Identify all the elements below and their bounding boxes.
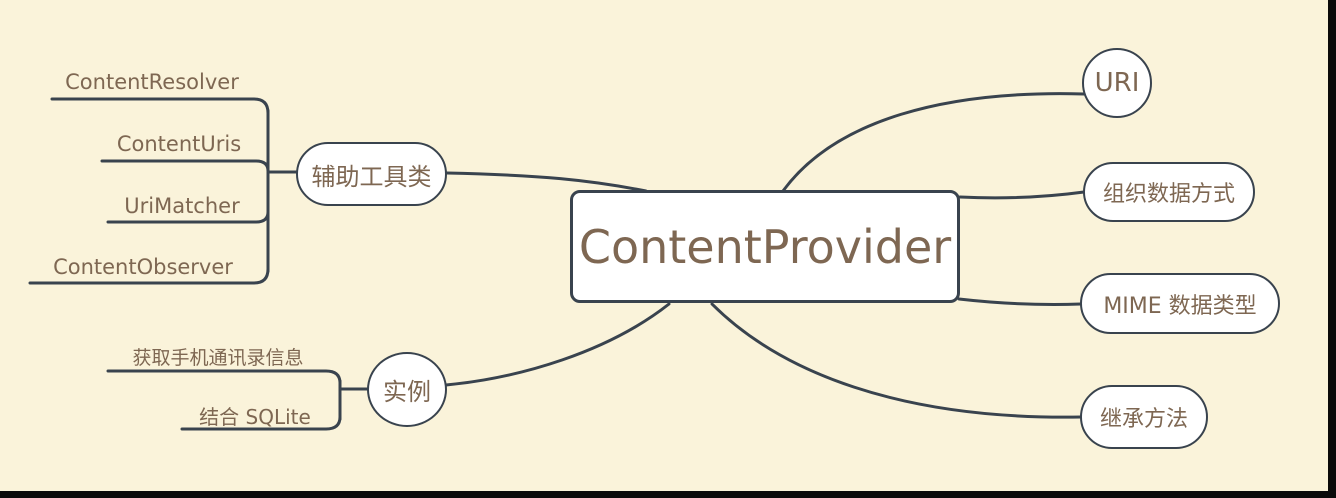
connector-root-to-uri bbox=[781, 92, 1086, 193]
root-node-contentprovider[interactable]: ContentProvider bbox=[570, 190, 960, 303]
leaf-contenturis-label: ContentUris bbox=[116, 132, 242, 156]
connector-root-to-mime bbox=[957, 297, 1083, 306]
leaf-contentresolver-label: ContentResolver bbox=[65, 70, 239, 94]
leaf-node-sqlite[interactable]: 结合 SQLite bbox=[182, 401, 328, 430]
underline-contentresolver bbox=[50, 97, 270, 115]
branch-node-inherited-methods[interactable]: 继承方法 bbox=[1080, 385, 1208, 449]
branch-example-label: 实例 bbox=[383, 378, 431, 406]
connector-root-to-inherit bbox=[710, 302, 1083, 419]
connector-root-to-org bbox=[958, 190, 1086, 200]
leaf-node-contenturis[interactable]: ContentUris bbox=[102, 132, 256, 156]
connector-helper-to-root bbox=[445, 171, 648, 193]
leaf-sqlite-label: 结合 SQLite bbox=[199, 405, 311, 429]
root-node-label: ContentProvider bbox=[578, 219, 952, 274]
underline-contacts bbox=[106, 369, 342, 385]
branch-data-organization-label: 组织数据方式 bbox=[1102, 182, 1235, 207]
leaf-urimatcher-label: UriMatcher bbox=[124, 194, 240, 218]
leaf-node-urimatcher[interactable]: UriMatcher bbox=[108, 194, 256, 218]
leaf-get-contacts-label: 获取手机通讯录信息 bbox=[132, 347, 304, 369]
branch-node-mime-type[interactable]: MIME 数据类型 bbox=[1080, 273, 1280, 334]
connector-example-to-root bbox=[444, 302, 671, 387]
underline-contenturis bbox=[100, 159, 270, 173]
branch-node-helper-tools[interactable]: 辅助工具类 bbox=[296, 142, 447, 206]
branch-helper-tools-label: 辅助工具类 bbox=[311, 162, 432, 191]
branch-node-example[interactable]: 实例 bbox=[367, 352, 447, 427]
branch-node-data-organization[interactable]: 组织数据方式 bbox=[1083, 162, 1255, 222]
branch-inherited-methods-label: 继承方法 bbox=[1099, 407, 1188, 432]
branch-node-uri[interactable]: URI bbox=[1082, 48, 1152, 118]
branch-uri-label: URI bbox=[1094, 68, 1140, 98]
leaf-node-contentresolver[interactable]: ContentResolver bbox=[52, 70, 252, 94]
branch-mime-type-label: MIME 数据类型 bbox=[1103, 293, 1257, 319]
leaf-node-get-contacts[interactable]: 获取手机通讯录信息 bbox=[108, 343, 328, 370]
leaf-node-contentobserver[interactable]: ContentObserver bbox=[30, 255, 256, 279]
leaf-contentobserver-label: ContentObserver bbox=[53, 255, 233, 279]
